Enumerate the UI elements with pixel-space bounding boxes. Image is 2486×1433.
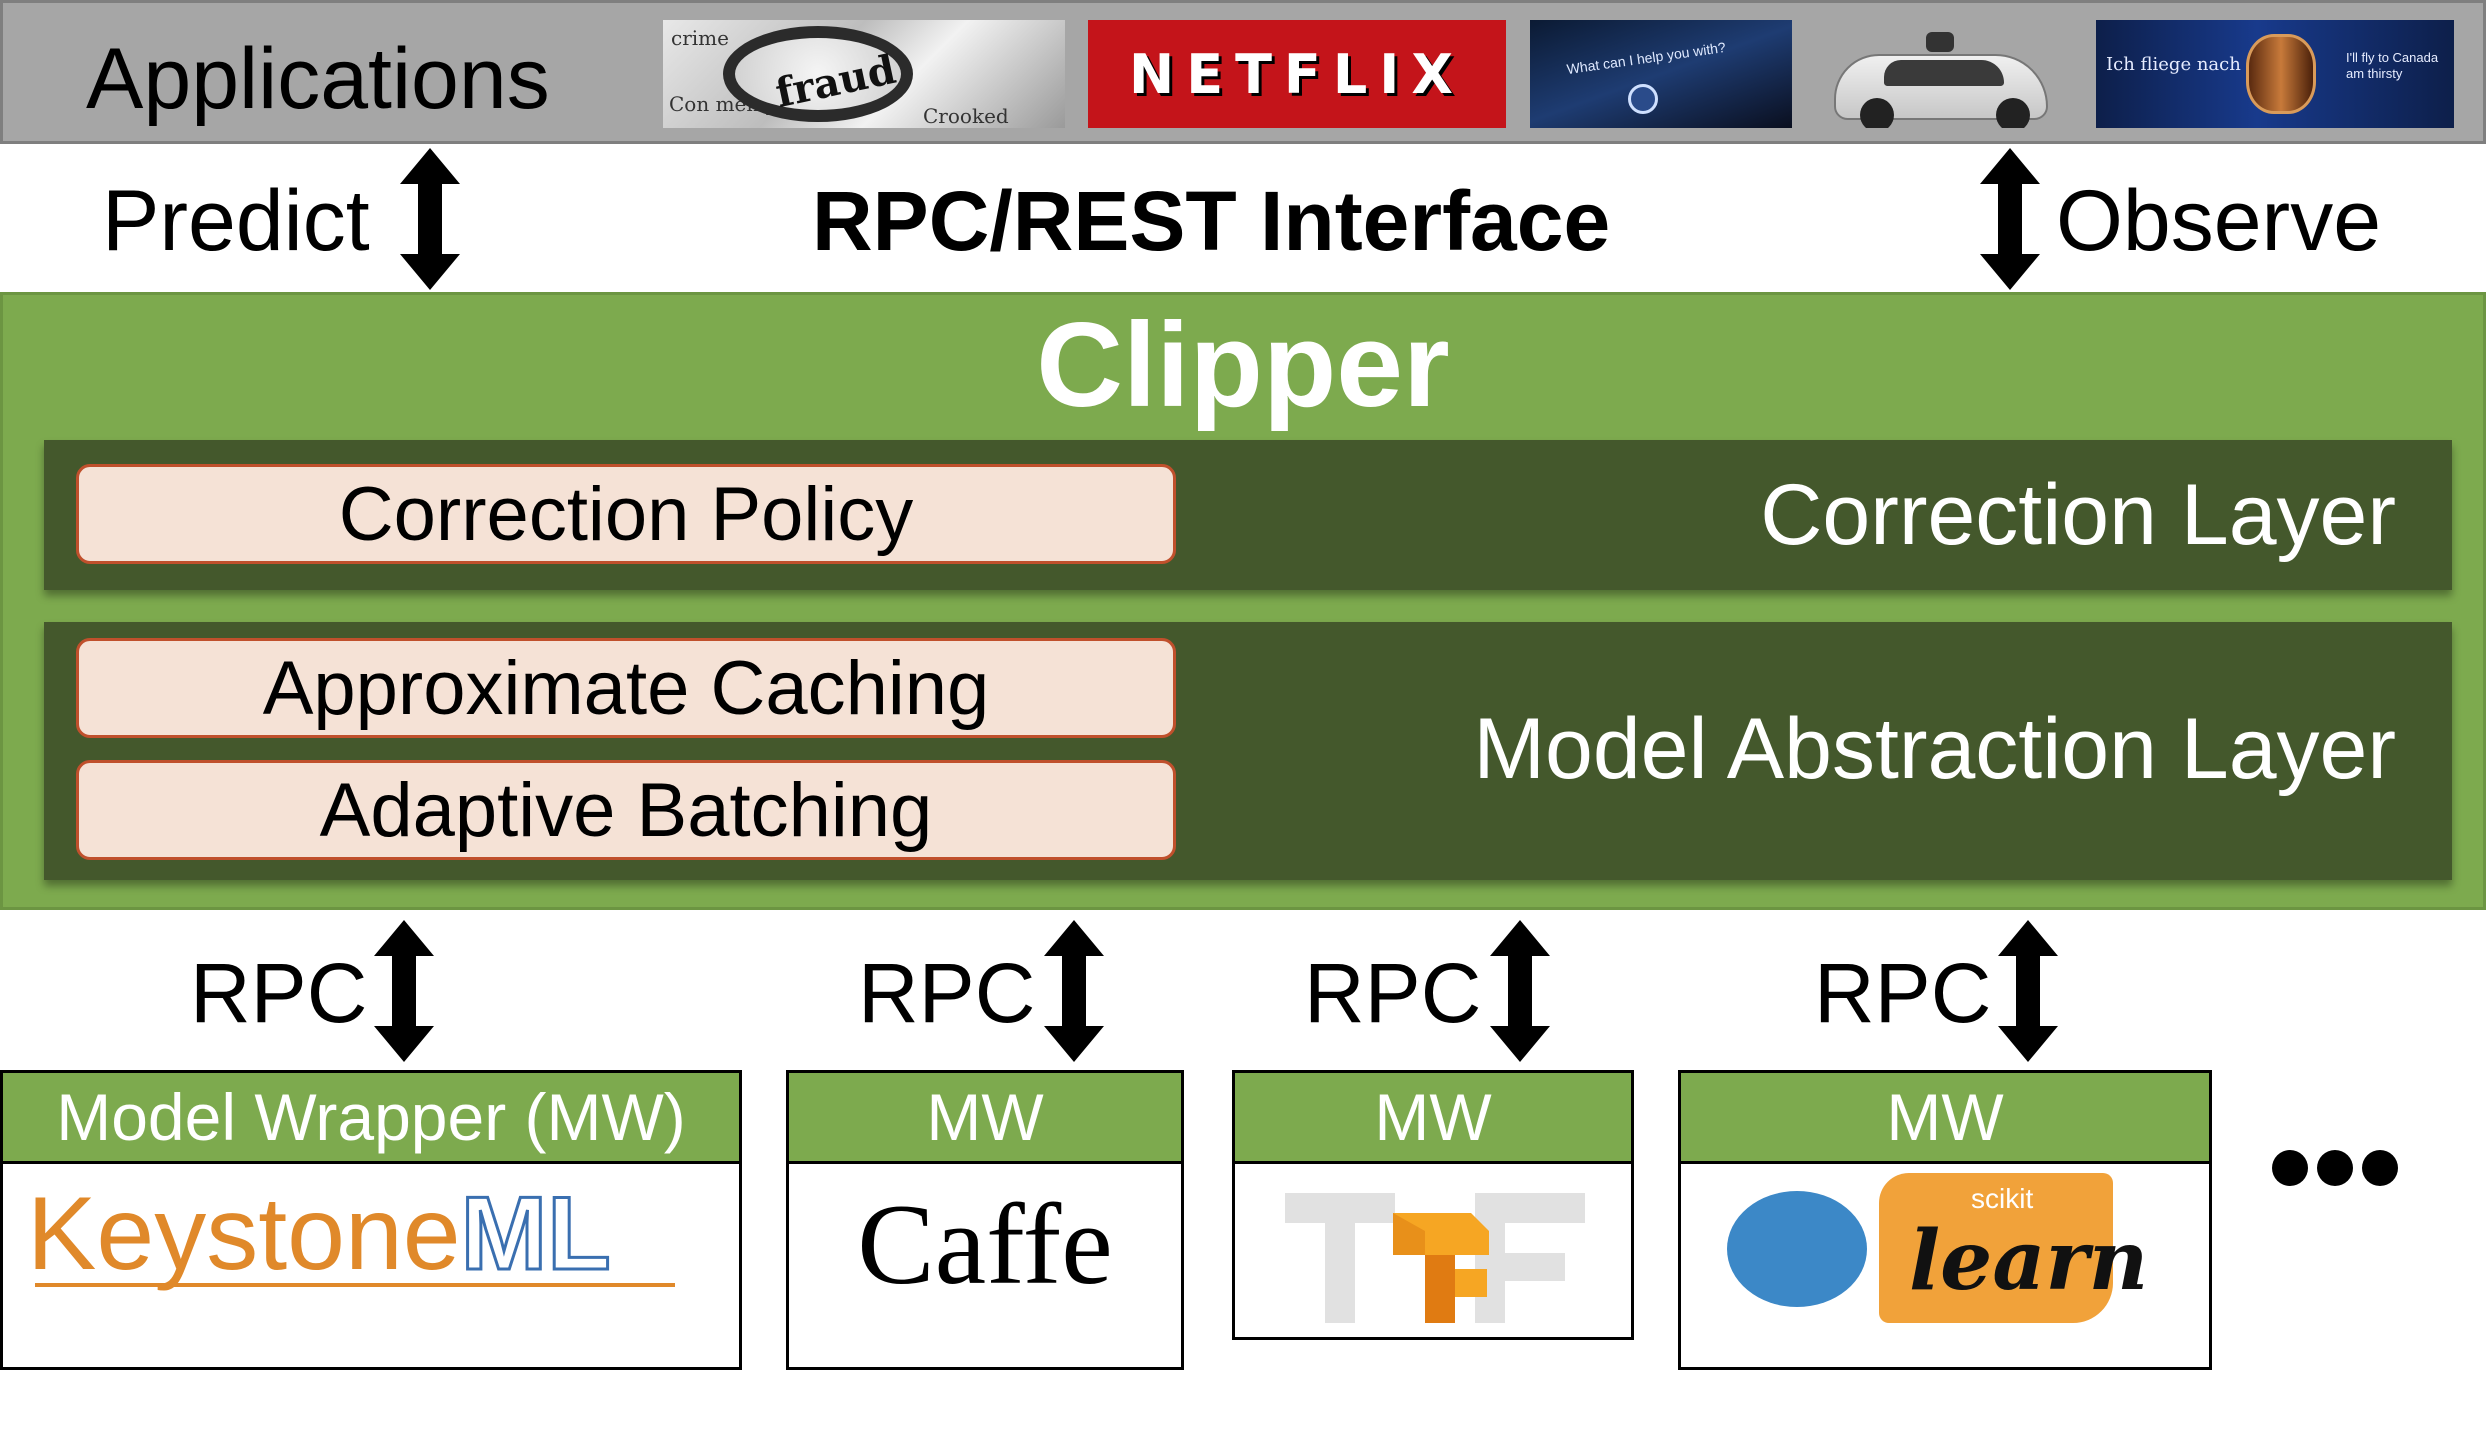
- self-driving-car-image: [1820, 20, 2064, 128]
- rpc-arrow-4: [1998, 920, 2058, 1062]
- car-window: [1884, 60, 2004, 86]
- correction-layer-label: Correction Layer: [1760, 467, 2396, 563]
- adaptive-batching-box: Adaptive Batching: [76, 760, 1176, 860]
- translation-target-line1: I'll fly to Canada: [2346, 50, 2439, 65]
- car-wheel-front: [1860, 98, 1894, 128]
- keystone-logo-part1: Keystone: [27, 1176, 461, 1292]
- rpc-label-4: RPC: [1814, 946, 1992, 1040]
- ellipsis-icon: [2272, 1150, 2398, 1186]
- clipper-title: Clipper: [1036, 298, 1450, 432]
- learn-text: learn: [1909, 1213, 2149, 1309]
- fraud-text: fraud: [771, 45, 900, 118]
- rpc-label-3: RPC: [1304, 946, 1482, 1040]
- scikit-learn-circle: [1727, 1191, 1867, 1307]
- translation-ring: [2246, 34, 2316, 114]
- observe-label: Observe: [2056, 173, 2382, 269]
- rpc-arrow-1: [374, 920, 434, 1062]
- netflix-text: NETFLIX: [1129, 42, 1465, 106]
- applications-title: Applications: [86, 31, 550, 127]
- scikit-learn-shape: [1879, 1173, 2113, 1323]
- model-abstraction-layer-label: Model Abstraction Layer: [1473, 701, 2396, 797]
- observe-arrow: [1980, 148, 2040, 290]
- model-wrapper-caffe: MW Caffe: [786, 1070, 1184, 1370]
- car-wheel-rear: [1996, 98, 2030, 128]
- keystoneml-logo: KeystoneML: [27, 1176, 675, 1292]
- translation-source: Ich fliege nach: [2106, 54, 2241, 75]
- model-wrapper-header: MW: [789, 1073, 1181, 1164]
- predict-label: Predict: [102, 173, 370, 269]
- model-wrapper-header: MW: [1681, 1073, 2209, 1164]
- microphone-icon: [1628, 84, 1658, 114]
- netflix-logo: NETFLIX: [1088, 20, 1506, 128]
- fraud-word-3: Crooked: [923, 104, 1009, 128]
- voice-assistant-image: What can I help you with?: [1530, 20, 1792, 128]
- fraud-word-1: crime: [671, 26, 729, 50]
- correction-policy-box: Correction Policy: [76, 464, 1176, 564]
- assistant-prompt: What can I help you with?: [1565, 38, 1727, 78]
- rpc-arrow-2: [1044, 920, 1104, 1062]
- model-wrapper-header: MW: [1235, 1073, 1631, 1164]
- keystone-logo-part2: ML: [459, 1176, 612, 1292]
- magnifier-icon: fraud: [723, 26, 913, 122]
- translation-target-line2: am thirsty: [2346, 66, 2403, 81]
- rpc-arrow-3: [1490, 920, 1550, 1062]
- keystone-logo-underline: [35, 1283, 675, 1287]
- scikit-text: scikit: [1971, 1183, 2034, 1214]
- model-wrapper-scikit-learn: MW scikit learn: [1678, 1070, 2212, 1370]
- model-wrapper-header: Model Wrapper (MW): [3, 1073, 739, 1164]
- rpc-rest-interface-label: RPC/REST Interface: [812, 174, 1611, 268]
- predict-arrow: [400, 148, 460, 290]
- rpc-label-1: RPC: [190, 946, 368, 1040]
- caffe-logo: Caffe: [857, 1181, 1113, 1309]
- model-wrapper-tensorflow: MW: [1232, 1070, 1634, 1340]
- rpc-label-2: RPC: [858, 946, 1036, 1040]
- car-sensor: [1926, 32, 1954, 52]
- model-wrapper-keystoneml: Model Wrapper (MW) KeystoneML: [0, 1070, 742, 1370]
- tensorflow-logo: [1285, 1193, 1585, 1323]
- approximate-caching-box: Approximate Caching: [76, 638, 1176, 738]
- fraud-detection-image: crime Con men prey Crooked fraud: [663, 20, 1065, 128]
